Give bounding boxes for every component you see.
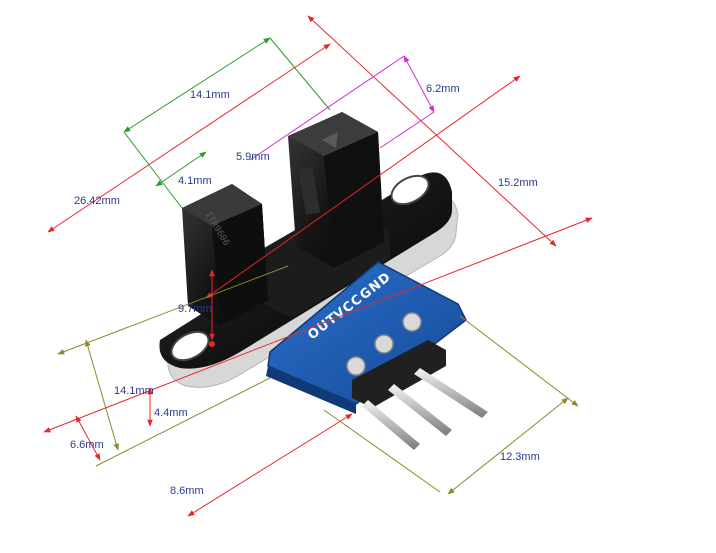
- dim-line-pcb-depth-2: [447, 397, 569, 495]
- label-left-width: 14.1mm: [114, 385, 154, 397]
- dim-line-bottom-width: [187, 413, 353, 517]
- pad-gnd: [402, 312, 422, 332]
- pad-out: [346, 356, 366, 376]
- dim-ext-pcb-depth: [323, 409, 441, 493]
- dim-line-base-thickness: [75, 415, 101, 461]
- label-bottom-width: 8.6mm: [170, 485, 204, 497]
- label-slot-gap: 6.2mm: [426, 83, 460, 95]
- label-top-width: 14.1mm: [190, 89, 230, 101]
- dim-line-olive-vertical: [85, 339, 119, 451]
- dimension-labels: 14.1mm 6.2mm 5.9mm 4.1mm 26.42mm 15.2mm …: [70, 83, 540, 497]
- sensor-module: ITR9606 OUT VCC GND: [159, 112, 488, 450]
- label-right-length: 15.2mm: [498, 177, 538, 189]
- label-base-thickness: 6.6mm: [70, 439, 104, 451]
- label-arm-depth: 5.9mm: [236, 151, 270, 163]
- dim-line-left-width: [43, 217, 593, 433]
- dim-ext-olive-bottom: [95, 377, 271, 467]
- dim-line-pcb-depth: [459, 315, 579, 407]
- dim-ext-slot-gap-2: [379, 111, 435, 149]
- label-height: 9.7mm: [178, 303, 212, 315]
- label-left-small: 4.4mm: [154, 407, 188, 419]
- label-pcb-depth: 12.3mm: [500, 451, 540, 463]
- dim-line-top-width: [123, 37, 271, 133]
- dim-dot-height: [209, 341, 215, 347]
- dim-line-slot-gap: [403, 55, 435, 113]
- dimension-lines: [43, 15, 593, 517]
- pad-vcc: [374, 334, 394, 354]
- label-overall-length: 26.42mm: [74, 195, 120, 207]
- dim-line-arm-width: [155, 151, 207, 187]
- dim-ext-top-width-left: [123, 131, 183, 209]
- dim-ext-top-width-right: [269, 37, 331, 111]
- dim-ext-slot-gap: [249, 55, 405, 161]
- dim-line-overall-length: [47, 43, 331, 233]
- label-arm-width: 4.1mm: [178, 175, 212, 187]
